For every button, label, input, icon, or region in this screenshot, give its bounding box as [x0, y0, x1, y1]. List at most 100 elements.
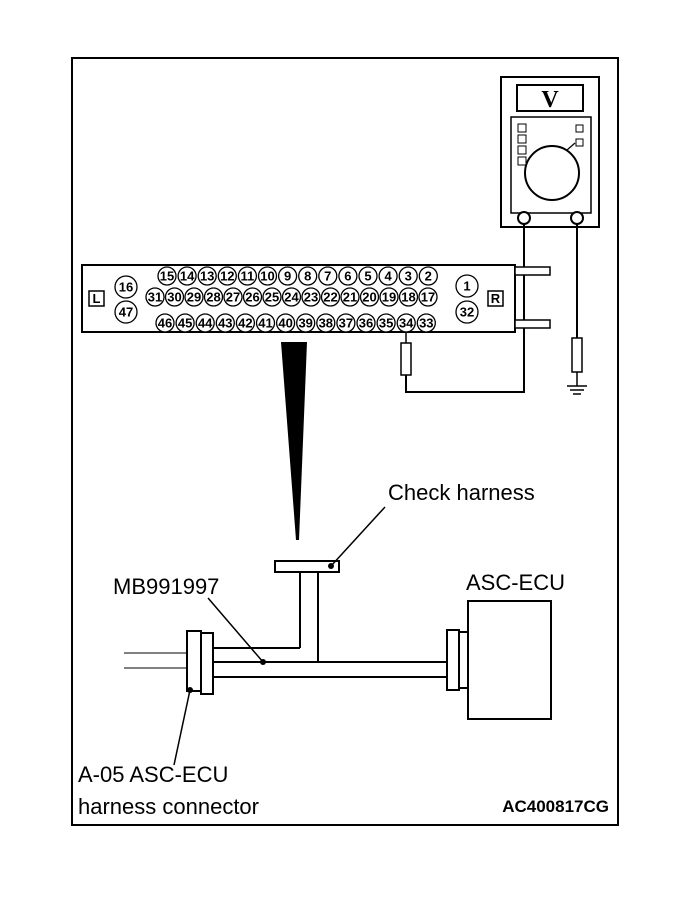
connector-pin-43: 43 [218, 316, 232, 331]
connector-pin-21-circle [340, 287, 360, 307]
connector-pin-41: 41 [258, 316, 272, 331]
connector-pin-15-circle [157, 266, 177, 286]
connector-pin-21: 21 [343, 290, 357, 305]
special-tool-leader [207, 597, 264, 663]
connector-pin-38: 38 [319, 316, 333, 331]
connector-pin-27: 27 [226, 290, 240, 305]
connector-side-left: L [93, 291, 101, 306]
connector-pin-30: 30 [167, 290, 181, 305]
connector-pin-43-circle [215, 313, 235, 333]
connector-pin-16-circle [114, 275, 138, 299]
connector-pin-10: 10 [260, 269, 274, 284]
connector-pin-5: 5 [364, 269, 371, 284]
connector-pin-47-circle [114, 300, 138, 324]
connector-pin-35: 35 [379, 316, 393, 331]
connector-pin-30-circle [164, 287, 185, 307]
connector-pin-34-circle [396, 313, 416, 333]
connector-pin-40-circle [275, 313, 296, 333]
connector-pin-46-circle [155, 313, 175, 333]
connector-pin-29: 29 [187, 290, 201, 305]
connector-pin-18-circle [398, 287, 419, 307]
connector-pin-26-circle [242, 287, 263, 307]
ground-icon [567, 385, 587, 395]
connector-pin-26: 26 [245, 290, 259, 305]
view-pointer [281, 342, 307, 540]
figure-code: AC400817CG [502, 797, 609, 816]
connector-pin-25-circle [262, 287, 282, 307]
connector-pin-47: 47 [119, 305, 133, 320]
connector-pin-2-circle [418, 266, 438, 286]
connector-pin-29-circle [184, 287, 204, 307]
connector-pin-12: 12 [220, 269, 234, 284]
connector-pin-32: 32 [460, 305, 474, 320]
connector-pin-44-circle [195, 313, 215, 333]
connector-pin-23-circle [301, 287, 321, 307]
connector-pin-40: 40 [278, 316, 292, 331]
connector-pin-13: 13 [200, 269, 214, 284]
connector-pin-22-circle [320, 287, 341, 307]
connector-pin-45: 45 [178, 316, 192, 331]
connector-pin-17-circle [418, 287, 438, 307]
connector-pin-9: 9 [284, 269, 291, 284]
connector-pin-2: 2 [425, 269, 432, 284]
connector-pin-24-circle [281, 287, 302, 307]
voltmeter-icon [500, 76, 600, 228]
connector-pin-14: 14 [180, 269, 195, 284]
connector-pin-7: 7 [324, 269, 331, 284]
connector-pin-20-circle [359, 287, 380, 307]
connector-pin-33: 33 [419, 316, 433, 331]
connector-pin-37-circle [336, 313, 356, 333]
connector-pin-1: 1 [463, 279, 470, 294]
connector-pin-12-circle [217, 266, 237, 286]
connector-pin-22: 22 [323, 290, 337, 305]
connector-pin-3-circle [398, 266, 418, 286]
harness-connector-label-line2: harness connector [78, 794, 259, 819]
connector-pin-15: 15 [160, 269, 174, 284]
connector-pin-19-circle [379, 287, 399, 307]
connector-pin-8-circle [298, 266, 318, 286]
connector-pin-42-circle [235, 313, 256, 333]
connector-side-right: R [491, 291, 501, 306]
check-harness-label: Check harness [388, 480, 535, 505]
connector-pin-24: 24 [284, 290, 299, 305]
meter-unit-label: V [541, 87, 559, 113]
connector-pin-41-circle [255, 313, 276, 333]
connector-pin-11-circle [237, 266, 258, 286]
connector-pin-25: 25 [265, 290, 279, 305]
connector-pin-17: 17 [421, 290, 435, 305]
connector-pin-3: 3 [405, 269, 412, 284]
connector-pin-13-circle [197, 266, 217, 286]
connector-pin-4: 4 [384, 269, 392, 284]
connector-pin-19: 19 [382, 290, 396, 305]
connector-pin-11: 11 [241, 269, 255, 284]
connector-pin-18: 18 [401, 290, 415, 305]
connector-pin-6: 6 [344, 269, 351, 284]
check-harness-leader [330, 506, 386, 567]
connector-pin-34: 34 [399, 316, 414, 331]
connector-pin-42: 42 [238, 316, 252, 331]
connector-pin-23: 23 [304, 290, 318, 305]
figure-frame [71, 57, 619, 826]
check-harness-tab [274, 560, 340, 573]
ground-probe-icon [571, 337, 583, 386]
connector-tab-bottom [514, 319, 551, 329]
harness-connector-label-line1: A-05 ASC-ECU [78, 762, 228, 787]
connector-pin-32-circle [455, 300, 479, 324]
connector-pin-8: 8 [304, 269, 311, 284]
harness-connector-leader [173, 689, 191, 766]
special-tool-label: MB991997 [113, 574, 219, 599]
connector-pin-33-circle [416, 313, 436, 333]
connector-pin-36-circle [356, 313, 376, 333]
connector-pin-14-circle [177, 266, 197, 286]
connector-pin-4-circle [378, 266, 398, 286]
connector-pin-39: 39 [298, 316, 312, 331]
connector-pin-5-circle [358, 266, 378, 286]
connector-pin-31: 31 [148, 290, 162, 305]
connector-pin-27-circle [223, 287, 243, 307]
asc-ecu-unit [446, 600, 552, 720]
connector-pin-7-circle [318, 266, 338, 286]
connector-pin-44: 44 [198, 316, 213, 331]
a05-harness-connector [124, 630, 214, 695]
positive-lead-wire [405, 224, 525, 393]
